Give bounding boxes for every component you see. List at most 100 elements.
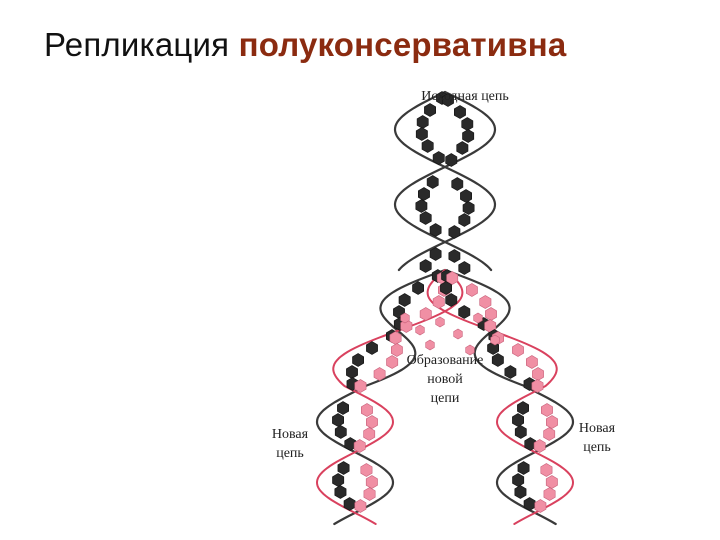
- right-base: [524, 437, 537, 451]
- left-base: [354, 379, 367, 393]
- label-right-new-2: цепь: [583, 440, 611, 455]
- parent-base: [462, 201, 475, 215]
- left-base: [412, 281, 424, 295]
- parent-base: [415, 199, 428, 213]
- parent-base: [458, 261, 471, 275]
- left-base: [337, 461, 350, 475]
- right-base: [491, 353, 504, 367]
- parent-base: [415, 127, 428, 141]
- right-base: [543, 487, 556, 501]
- right-old-strand: [443, 268, 575, 526]
- right-base: [534, 499, 547, 513]
- parent-base: [460, 189, 472, 203]
- left-base: [363, 487, 376, 501]
- free-nucleotide: [435, 316, 445, 328]
- right-base: [532, 367, 544, 381]
- left-base: [363, 427, 376, 441]
- free-nucleotide: [400, 312, 410, 324]
- parent-base: [419, 259, 432, 273]
- left-base: [400, 319, 413, 333]
- right-base: [504, 365, 517, 379]
- right-base: [440, 281, 452, 295]
- right-base: [512, 413, 524, 427]
- parent-base: [426, 175, 439, 189]
- right-base: [446, 271, 459, 285]
- right-base: [512, 473, 525, 487]
- left-base: [354, 499, 367, 513]
- parent-base: [458, 213, 471, 227]
- left-base: [334, 425, 347, 439]
- right-base: [512, 343, 524, 357]
- left-base: [332, 473, 345, 487]
- parent-base: [421, 139, 434, 153]
- parent-base: [432, 151, 445, 165]
- parent-base: [461, 117, 474, 131]
- left-base: [344, 437, 357, 451]
- parent-base: [429, 247, 442, 261]
- parent-base: [418, 187, 430, 201]
- free-nucleotide: [473, 312, 483, 324]
- left-base: [352, 353, 364, 367]
- parent-base: [416, 115, 429, 129]
- right-base: [485, 307, 497, 321]
- left-base: [391, 343, 403, 357]
- right-base: [514, 485, 527, 499]
- label-formation-2: новой: [427, 372, 463, 387]
- right-base: [545, 475, 558, 489]
- right-base: [517, 401, 529, 415]
- right-new-strand: [426, 269, 575, 525]
- label-left-new-2: цепь: [276, 446, 304, 461]
- label-left-new-1: Новая: [272, 427, 309, 442]
- left-base: [373, 367, 386, 381]
- parent-base: [448, 249, 461, 263]
- parent-base: [462, 129, 475, 143]
- parent-base: [448, 225, 461, 239]
- right-base: [466, 283, 478, 297]
- left-base: [360, 463, 373, 477]
- right-base: [543, 427, 556, 441]
- parent-strand-b: [393, 90, 497, 272]
- title-plain: Репликация: [44, 26, 230, 63]
- left-base: [337, 401, 349, 415]
- left-base: [353, 439, 366, 453]
- right-base: [479, 295, 492, 309]
- left-base: [343, 497, 356, 511]
- title-accent: полуконсервативна: [238, 26, 567, 63]
- slide-title: Репликация полуконсервативна: [44, 26, 566, 64]
- left-base: [398, 293, 411, 307]
- parent-base: [451, 177, 464, 191]
- left-old-strand: [315, 268, 447, 526]
- left-base: [386, 355, 399, 369]
- label-parent-strand: Исходная цепь: [421, 89, 509, 104]
- right-base: [458, 305, 471, 319]
- parent-base: [419, 211, 432, 225]
- free-nucleotide: [465, 344, 475, 356]
- free-nucleotide: [425, 339, 435, 351]
- label-formation-1: Образование: [407, 353, 484, 368]
- right-base: [533, 439, 546, 453]
- parent-base: [424, 103, 436, 117]
- parent-base: [454, 105, 466, 119]
- dna-bases: [332, 91, 558, 513]
- dna-strands: [315, 90, 575, 526]
- free-nucleotide: [453, 328, 463, 340]
- left-new-strand: [315, 269, 464, 525]
- left-base: [361, 403, 373, 417]
- left-base: [365, 475, 378, 489]
- left-base: [366, 415, 378, 429]
- left-base: [419, 307, 432, 321]
- right-base: [541, 403, 553, 417]
- right-base: [531, 379, 544, 393]
- left-base: [334, 485, 347, 499]
- right-base: [540, 463, 553, 477]
- left-base: [332, 413, 344, 427]
- left-base: [346, 365, 358, 379]
- free-nucleotide: [415, 324, 425, 336]
- label-right-new-1: Новая: [579, 421, 616, 436]
- right-base: [526, 355, 538, 369]
- right-base: [514, 425, 527, 439]
- parent-base: [442, 93, 454, 107]
- right-base: [517, 461, 530, 475]
- parent-strand-a: [393, 90, 497, 272]
- label-formation-3: цепи: [431, 391, 460, 406]
